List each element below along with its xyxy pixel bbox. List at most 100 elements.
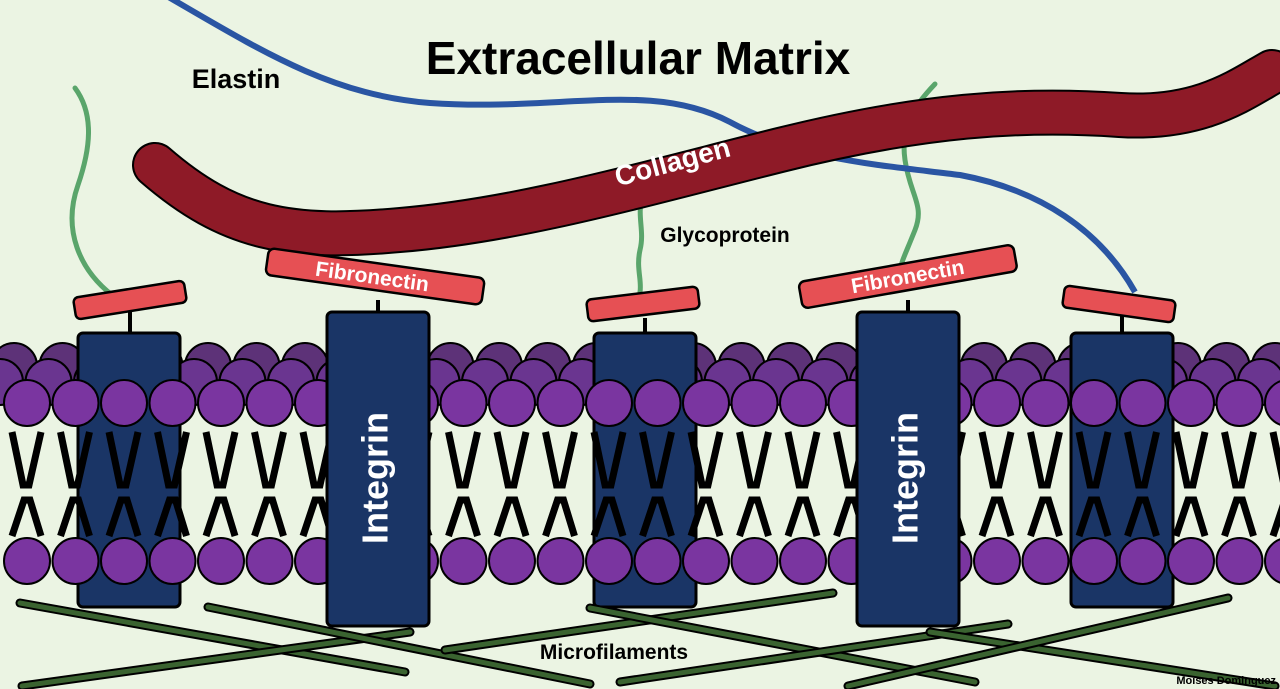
lipid-tail-lower [1124,496,1160,538]
lipid-tail-upper [784,431,821,489]
phospholipid-head-inner [100,537,148,585]
phospholipid-head-outer [779,379,827,427]
lipid-tail-upper [154,431,190,489]
lipid-tail-upper [1221,431,1257,489]
lipid-tail-upper [1124,431,1160,489]
lipid-tail-lower [1075,496,1112,538]
phospholipid-head-inner [51,537,100,585]
phospholipid-head-outer [1264,380,1280,426]
phospholipid-head-inner [1021,537,1070,585]
phospholipid-head-inner [536,537,585,585]
phospholipid-head-inner [245,537,294,585]
phospholipid-head-outer [3,379,51,427]
lipid-tail-upper [687,431,724,489]
phospholipid-head-inner [148,537,197,585]
phospholipid-head-inner [1167,537,1215,585]
microfilament [927,629,1278,689]
phospholipid-head-inner [1118,537,1167,585]
lipid-tail-lower [542,496,578,538]
fibronectin-left [264,247,486,306]
lipid-tail-lower [202,496,239,538]
lipid-tail-upper [493,431,530,489]
microfilament [19,629,413,689]
lipid-tail-lower [154,496,190,538]
glycoprotein-strand [69,85,115,298]
phospholipid-head-inner [439,537,488,585]
integrin-large-right [855,310,961,628]
lipid-tail-upper [1269,431,1280,483]
lipid-tail-upper [639,431,675,489]
integrin-right-label: Integrin [885,412,926,544]
lipid-tail-upper [1172,431,1209,489]
lipid-tail-lower [784,496,821,538]
fibronectin-right [797,243,1018,310]
phospholipid-head-outer [585,379,633,427]
phospholipid-head-outer [633,379,682,427]
elastin-fiber [167,0,1138,294]
glycoprotein-strand [636,192,646,295]
phospholipid-head-inner [585,537,633,585]
phospholipid-head-outer [439,379,488,427]
lipid-tail-lower [1172,496,1209,538]
phospholipid-head-inner [682,537,730,585]
lipid-tail-lower [105,496,142,538]
fibronectin-cap [72,279,188,321]
phospholipid-head-inner [633,537,682,585]
phospholipid-head-outer [488,379,536,427]
lipid-tail-lower [1221,496,1257,538]
page-title: Extracellular Matrix [426,32,851,84]
lipid-tail-lower [445,496,481,538]
phospholipid-head-outer [1021,379,1070,427]
phospholipid-head-inner [488,537,536,585]
lipid-tail-upper [1075,431,1112,489]
lipid-tail-upper [978,431,1015,489]
phospholipid-head-inner [973,537,1021,585]
elastin-label: Elastin [192,64,281,94]
integrin-large-left [325,310,431,628]
phospholipid-head-outer [1070,379,1118,427]
lipid-tail-lower [639,496,675,538]
phospholipid-head-inner [730,537,779,585]
lipid-tail-lower [493,496,530,538]
phospholipid-head-outer [100,379,148,427]
credit-text: Moises Dominguez [1176,675,1276,687]
phospholipid-head-inner [1264,538,1280,584]
lipid-tail-lower [590,496,627,538]
phospholipid-head-outer [197,379,245,427]
phospholipid-head-inner [197,537,245,585]
lipid-tail-upper [251,431,287,489]
microfilaments-label: Microfilaments [540,641,688,664]
lipid-tail-upper [1027,431,1063,489]
glycoprotein-label: Glycoprotein [660,224,790,247]
collagen-fiber [134,51,1280,255]
lipid-tail-lower [687,496,724,538]
phospholipid-head-inner [1215,537,1264,585]
lipid-tail-upper [736,431,772,489]
integrin-left-label: Integrin [355,412,396,544]
lipid-tail-lower [978,496,1015,538]
phospholipid-head-outer [536,379,585,427]
microfilaments [15,588,1280,689]
phospholipid-head-inner [1070,537,1118,585]
lipid-tail-lower [251,496,287,538]
phospholipid-head-outer [730,379,779,427]
lipid-tail-lower [736,496,772,538]
lipid-tail-lower [8,496,45,538]
large-integrins: Integrin Integrin [325,300,961,628]
lipid-tail-upper [542,431,578,489]
fibronectin-cap [585,285,701,323]
lipid-tail-upper [202,431,239,489]
phospholipid-head-outer [682,379,730,427]
fibronectin-cap [1061,284,1177,324]
phospholipid-head-outer [1118,379,1167,427]
lipid-tail-upper [57,431,93,489]
phospholipid-head-inner [779,537,827,585]
lipid-tail-upper [8,431,45,489]
lipid-tail-upper [445,431,481,489]
phospholipid-head-outer [1167,379,1215,427]
lipid-tail-upper [590,431,627,489]
microfilament [205,604,593,687]
microfilament [17,600,408,675]
